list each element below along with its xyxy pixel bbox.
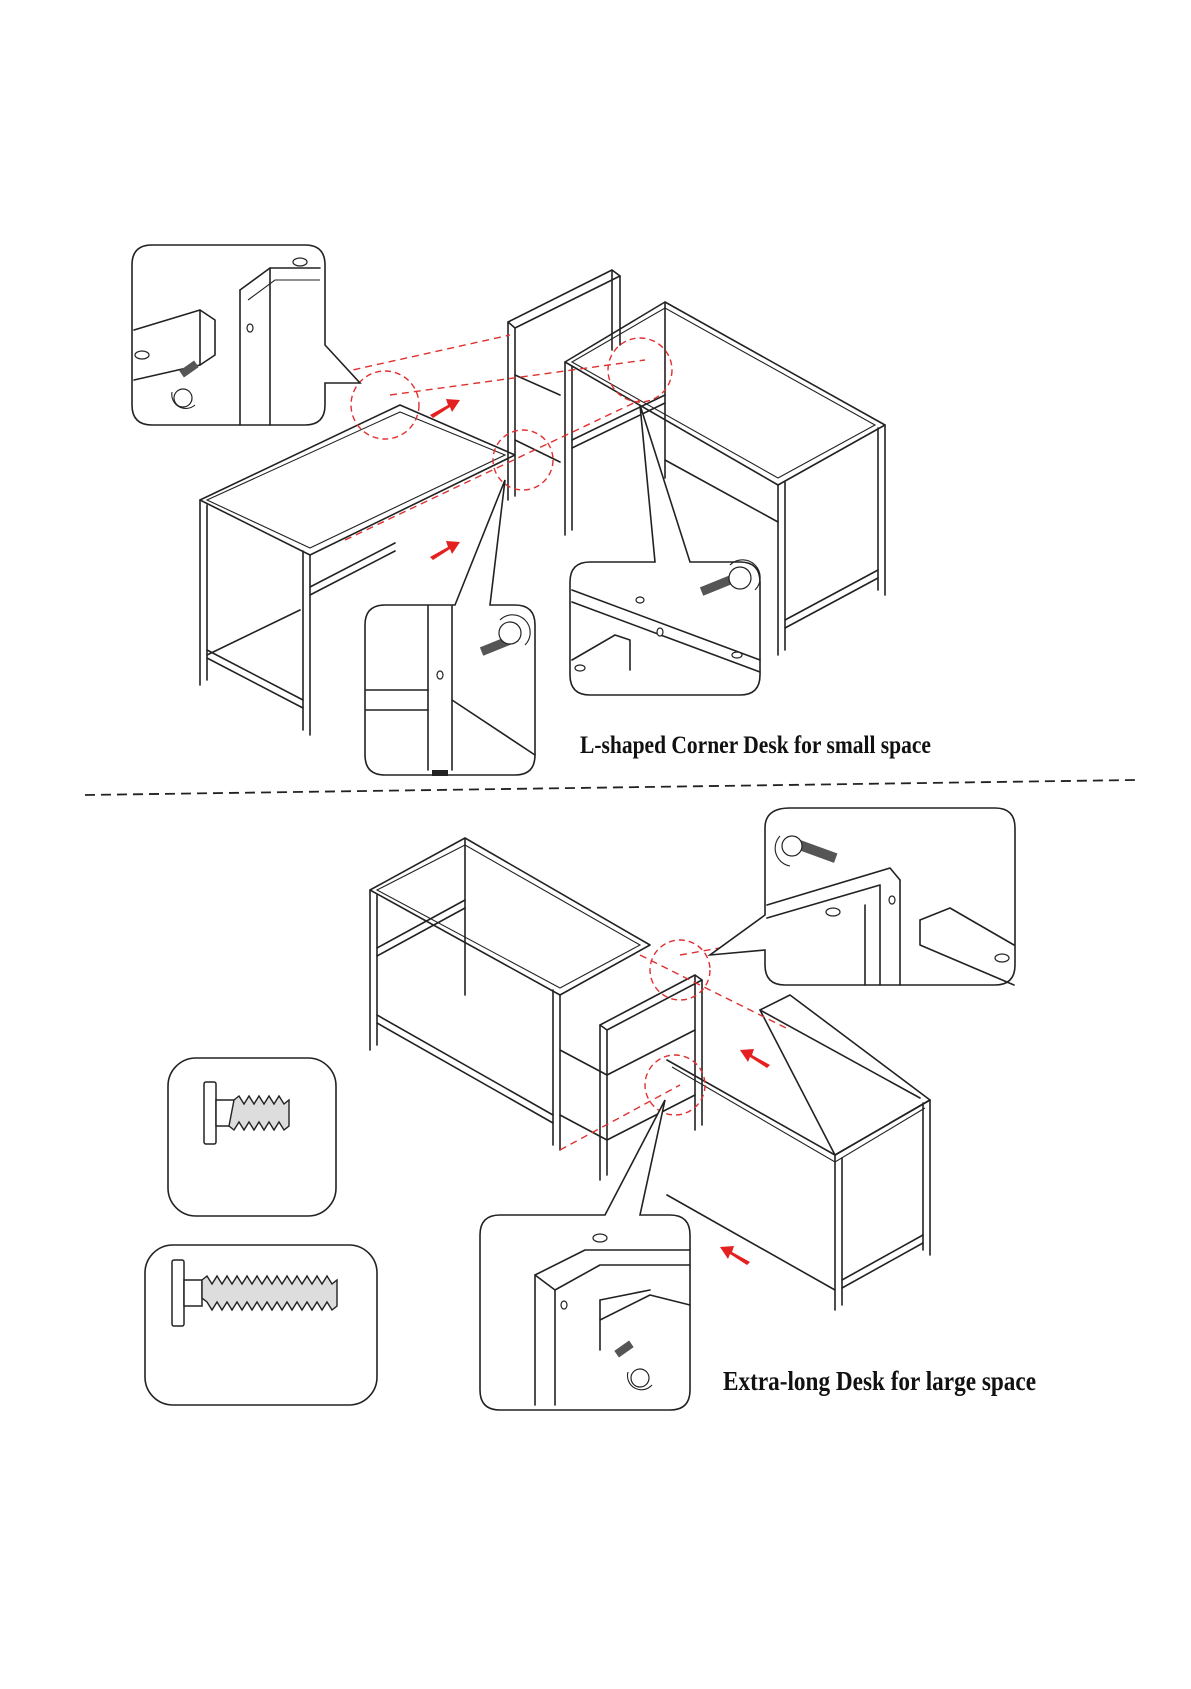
detail-callout-bottom-right (710, 808, 1015, 985)
caption-extra-long: Extra-long Desk for large space (723, 1366, 1036, 1397)
bottom-right-desk-frame (667, 995, 930, 1310)
detail-callout-bottom-mid (480, 1100, 690, 1410)
bottom-shelf-unit (560, 975, 702, 1180)
detail-marker (351, 371, 419, 439)
shelf-unit (508, 270, 620, 500)
arrow-icon (740, 1049, 770, 1068)
detail-marker (608, 338, 672, 402)
arrow-icon (720, 1246, 750, 1265)
short-bolt-panel (168, 1058, 336, 1216)
bottom-left-desk-frame (370, 838, 650, 1150)
detail-marker (493, 430, 553, 490)
detail-callout-top-left (132, 245, 360, 425)
arrow-icon (430, 399, 460, 418)
arrow-icon (430, 541, 460, 560)
alignment-line (390, 360, 645, 395)
caption-l-shaped: L-shaped Corner Desk for small space (580, 732, 931, 760)
long-bolt-panel (145, 1245, 377, 1405)
section-divider (85, 780, 1135, 795)
detail-callout-mid (365, 480, 535, 776)
alignment-line (330, 335, 510, 375)
